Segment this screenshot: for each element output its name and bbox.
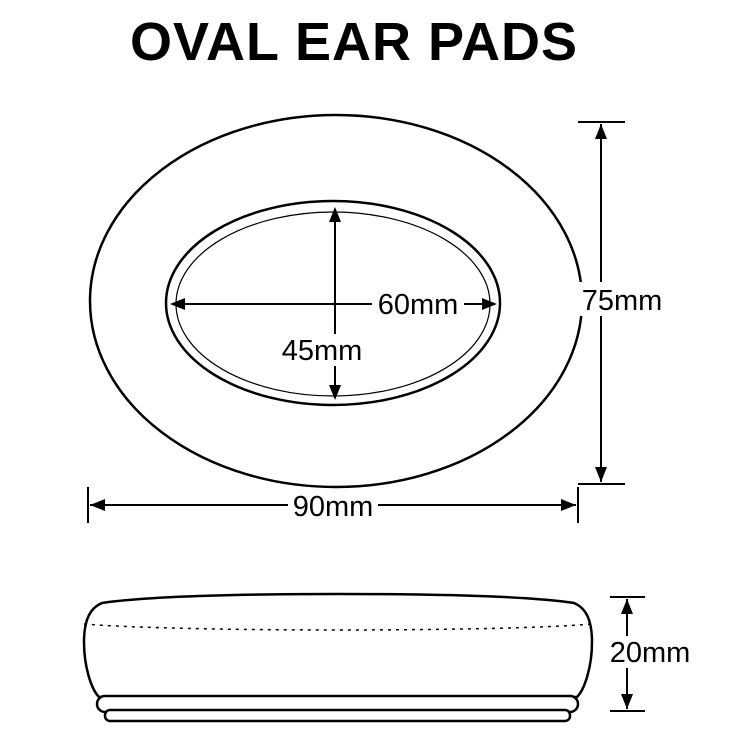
label-bg <box>276 334 368 366</box>
hole-width-label-group: 60mm <box>372 288 464 321</box>
cushion-profile <box>82 592 594 699</box>
thickness-label: 20mm <box>610 637 691 669</box>
pad-width-label-group: 90mm <box>288 490 378 523</box>
label-bg <box>578 282 666 316</box>
arrow-down-icon <box>621 694 633 709</box>
hole-height-label-group: 45mm <box>276 334 368 367</box>
thickness-label-group: 20mm <box>606 636 696 669</box>
label-bg <box>372 288 464 320</box>
hole-height-label: 45mm <box>282 335 363 367</box>
hole-width-label: 60mm <box>378 289 459 321</box>
arrow-down-icon <box>329 385 341 400</box>
label-bg <box>288 490 378 522</box>
arrow-right-icon <box>482 298 497 310</box>
page-title: OVAL EAR PADS <box>130 12 578 72</box>
stitch-line <box>83 623 593 631</box>
arrow-up-icon <box>621 599 633 614</box>
label-bg <box>606 636 696 668</box>
top-view: 45mm 60mm 75mm 90mm <box>87 113 666 523</box>
pad-hole-outer-ellipse <box>164 199 502 407</box>
pad-height-label: 75mm <box>582 285 663 317</box>
side-view: 20mm <box>82 592 696 723</box>
arrow-left-icon <box>90 499 105 511</box>
arrow-down-icon <box>595 467 607 482</box>
pad-width-label: 90mm <box>293 491 374 523</box>
arrow-right-icon <box>561 499 576 511</box>
arrow-up-icon <box>595 124 607 139</box>
base-plate-lower <box>103 708 572 723</box>
arrow-up-icon <box>329 207 341 222</box>
arrow-left-icon <box>170 298 185 310</box>
pad-height-label-group: 75mm <box>578 282 666 317</box>
